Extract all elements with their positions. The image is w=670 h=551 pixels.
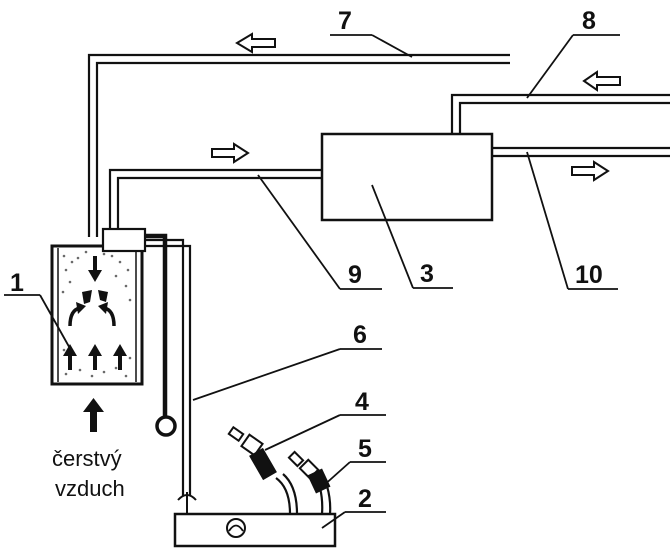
label-2: 2	[358, 485, 372, 513]
flow-arrow-pipe-8	[582, 70, 621, 92]
flow-arrow-pipe-9	[211, 142, 250, 164]
component-4-valve	[227, 425, 277, 481]
pipe-9	[108, 168, 323, 230]
label-7: 7	[338, 7, 352, 35]
pipe-10	[491, 146, 670, 158]
caption-line-1: čerstvý	[52, 446, 122, 471]
flow-arrow-pipe-10	[571, 160, 610, 182]
label-3: 3	[420, 260, 434, 288]
hose-lines	[275, 473, 332, 515]
label-5: 5	[358, 435, 372, 463]
component-2-block	[173, 512, 337, 548]
pipe-8	[450, 93, 670, 135]
label-10: 10	[575, 261, 603, 289]
chamber-flow-arrows	[63, 256, 127, 370]
leader-lines	[4, 34, 620, 529]
pipe-7	[87, 53, 510, 237]
pipe-6	[145, 238, 192, 496]
temperature-probe	[145, 233, 177, 437]
flow-arrow-pipe-7	[235, 32, 276, 54]
component-3-box	[320, 132, 494, 222]
label-6: 6	[353, 321, 367, 349]
component-5-valve	[287, 450, 331, 494]
gauge-icon	[226, 518, 246, 538]
fresh-air-arrow	[83, 398, 104, 432]
chamber-stipple	[61, 250, 132, 378]
label-4: 4	[355, 388, 369, 416]
caption-line-2: vzduch	[55, 476, 125, 501]
label-8: 8	[582, 7, 596, 35]
chamber-connector	[101, 227, 147, 253]
label-1: 1	[10, 269, 24, 297]
label-9: 9	[348, 261, 362, 289]
